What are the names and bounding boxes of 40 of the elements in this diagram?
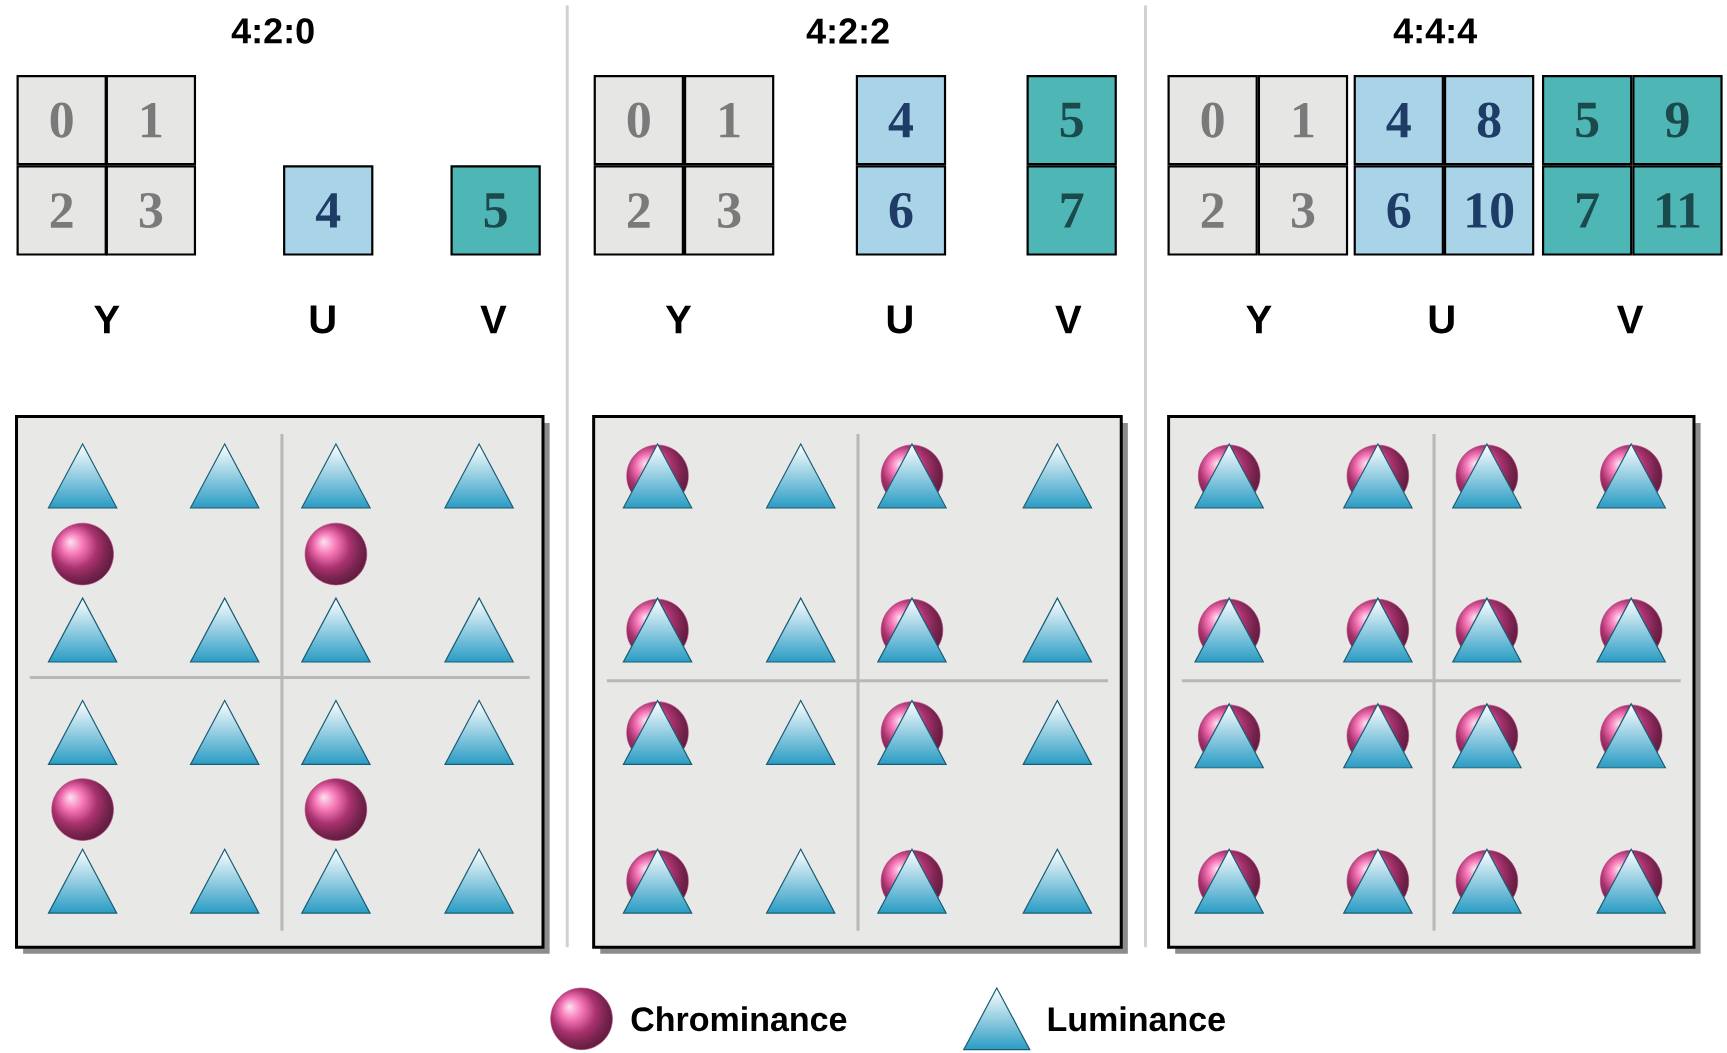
sample-tile: 3: [105, 165, 197, 256]
channel-label: U: [887, 305, 912, 334]
sample-tile: 7: [1026, 165, 1117, 256]
sample-tile: 3: [684, 165, 775, 256]
sample-tile: 9: [1632, 74, 1723, 166]
sample-tile: 3: [1257, 165, 1349, 256]
channel-label: V: [1055, 305, 1082, 334]
sample-tile: 2: [593, 165, 684, 256]
sample-tile: 0: [16, 74, 107, 166]
sample-tile: 5: [450, 165, 541, 256]
sample-tile: 0: [1167, 74, 1258, 166]
channel-label: U: [310, 305, 335, 334]
sample-tile: 4: [283, 165, 374, 256]
channel-label: V: [1617, 305, 1644, 334]
channel-label: Y: [665, 305, 692, 334]
sample-tile: 7: [1542, 165, 1633, 256]
channel-label: U: [1429, 305, 1454, 334]
panel-heading: 4:4:4: [1393, 18, 1477, 44]
sample-tile: 1: [1257, 74, 1349, 166]
panel-heading: 4:2:2: [806, 18, 889, 44]
sample-tile: 1: [684, 74, 775, 166]
sample-tile: 4: [855, 74, 947, 166]
sample-tile: 6: [1353, 165, 1444, 256]
sample-tile: 5: [1026, 74, 1117, 166]
channel-label: V: [480, 305, 507, 334]
legend-text: Luminance: [1048, 1006, 1225, 1032]
channel-label: Y: [94, 305, 120, 334]
sample-tile: 6: [855, 165, 947, 256]
sample-tile: 4: [1353, 74, 1444, 166]
panel-heading: 4:2:0: [231, 18, 314, 44]
sample-tile: 2: [16, 165, 107, 256]
sample-tile: 11: [1632, 165, 1723, 256]
sample-tile: 8: [1443, 74, 1535, 166]
sample-tile: 2: [1167, 165, 1258, 256]
sample-tile: 5: [1542, 74, 1633, 166]
sample-tile: 1: [105, 74, 197, 166]
legend-text: Chrominance: [631, 1006, 847, 1032]
sample-tile: 0: [593, 74, 684, 166]
channel-label: Y: [1246, 305, 1272, 334]
sample-tile: 10: [1443, 165, 1535, 256]
